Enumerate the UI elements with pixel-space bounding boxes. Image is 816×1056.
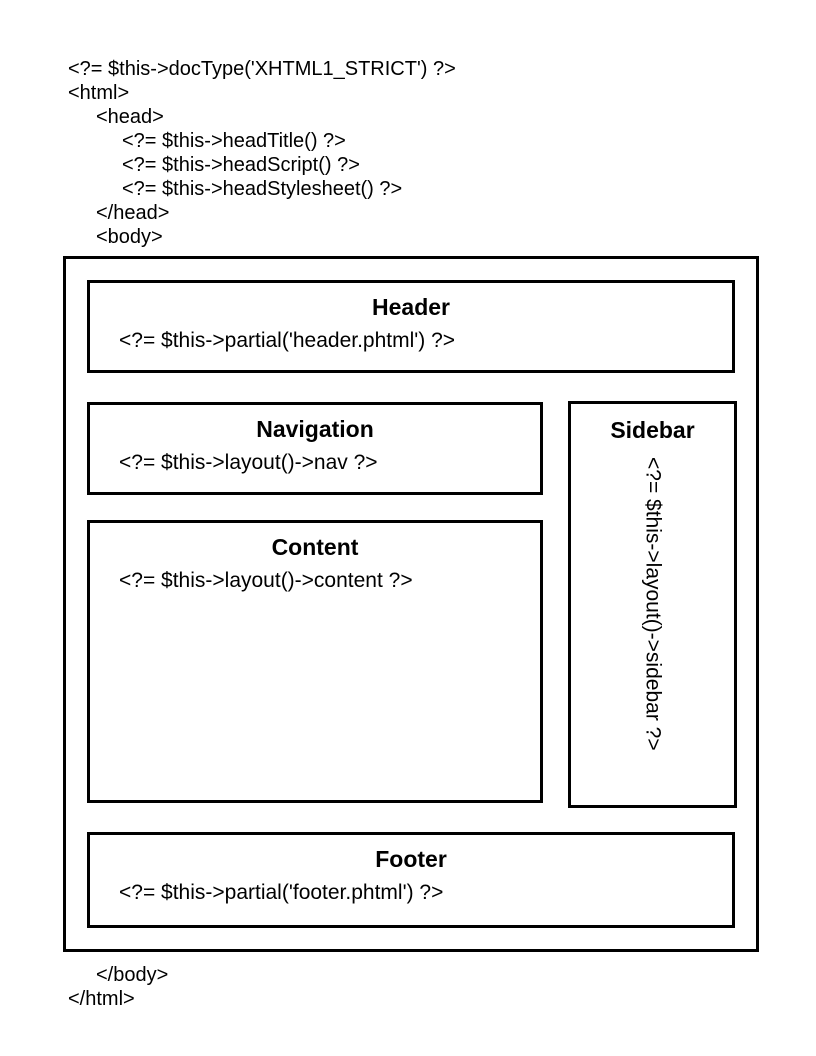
- code-line-head-open: <head>: [96, 106, 164, 128]
- code-line-head-script: <?= $this->headScript() ?>: [122, 154, 360, 176]
- code-line-head-stylesheet: <?= $this->headStylesheet() ?>: [122, 178, 403, 200]
- sidebar-box: Sidebar <?= $this->layout()->sidebar ?>: [568, 401, 737, 808]
- navigation-box: Navigation <?= $this->layout()->nav ?>: [87, 402, 543, 495]
- navigation-box-title: Navigation: [256, 416, 374, 442]
- code-block-bottom: </body> </html>: [68, 963, 168, 1011]
- sidebar-box-code-vertical: <?= $this->layout()->sidebar ?>: [641, 457, 665, 751]
- code-line-html-close: </html>: [68, 988, 135, 1010]
- code-line-head-close: </head>: [96, 202, 170, 224]
- footer-box: Footer <?= $this->partial('footer.phtml'…: [87, 832, 735, 928]
- content-box-code: <?= $this->layout()->content ?>: [119, 569, 413, 592]
- navigation-box-code: <?= $this->layout()->nav ?>: [119, 451, 378, 474]
- code-line-doctype: <?= $this->docType('XHTML1_STRICT') ?>: [68, 58, 456, 80]
- header-box-title: Header: [372, 294, 450, 320]
- code-line-html-open: <html>: [68, 82, 130, 104]
- footer-box-title: Footer: [375, 846, 447, 872]
- code-line-body-open: <body>: [96, 226, 163, 248]
- header-box: Header <?= $this->partial('header.phtml'…: [87, 280, 735, 373]
- code-line-body-close: </body>: [96, 964, 169, 986]
- footer-box-code: <?= $this->partial('footer.phtml') ?>: [119, 881, 444, 904]
- header-box-code: <?= $this->partial('header.phtml') ?>: [119, 329, 456, 352]
- sidebar-box-title: Sidebar: [610, 417, 695, 443]
- content-box-title: Content: [271, 534, 359, 560]
- content-box: Content <?= $this->layout()->content ?>: [87, 520, 543, 803]
- code-line-head-title: <?= $this->headTitle() ?>: [122, 130, 346, 152]
- code-block-top: <?= $this->docType('XHTML1_STRICT') ?> <…: [68, 57, 456, 249]
